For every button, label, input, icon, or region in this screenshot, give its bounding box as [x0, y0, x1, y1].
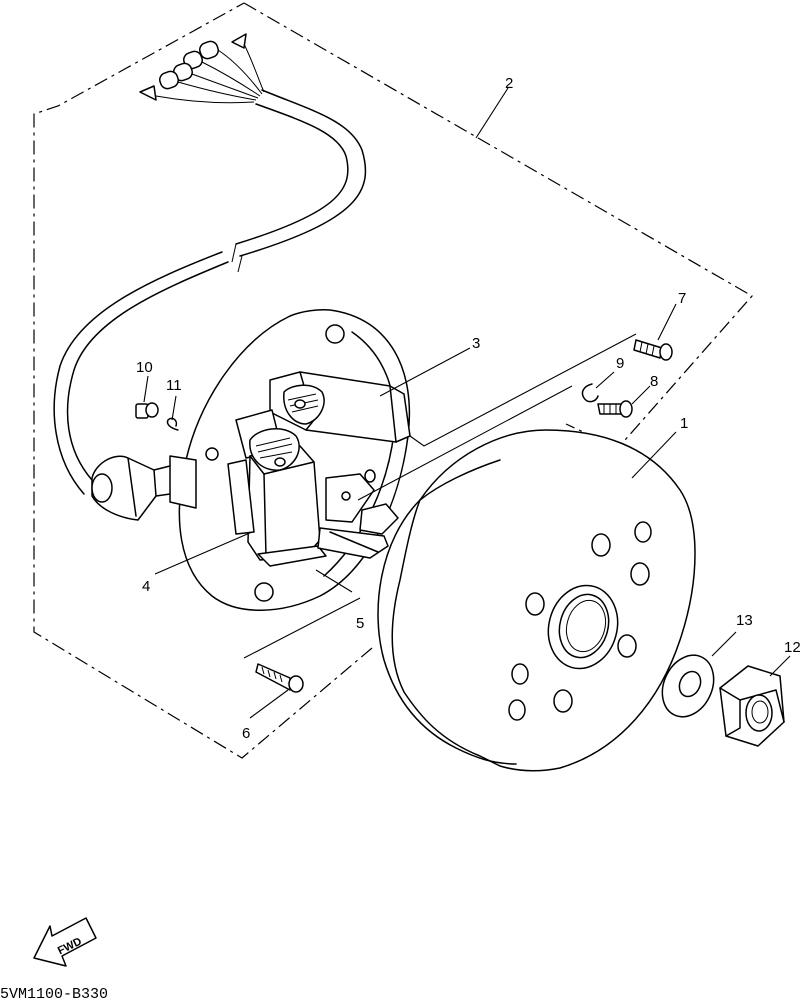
callout-labels: 1 2 3 4 5 6 7 8 9 10 11 12 13 — [136, 75, 801, 742]
callout-4: 4 — [142, 578, 150, 595]
rotor-hole — [511, 663, 529, 685]
callout-2: 2 — [505, 75, 513, 92]
callout-6: 6 — [242, 725, 250, 742]
callout-3: 3 — [472, 335, 480, 352]
rotor-hole — [525, 592, 545, 616]
circlip-part-9 — [581, 383, 599, 403]
wire-harness — [53, 33, 367, 521]
callout-10: 10 — [136, 359, 153, 376]
screw-part-10 — [135, 402, 159, 419]
rotor-hole — [591, 533, 611, 557]
charging-coil — [227, 428, 327, 567]
callout-5: 5 — [356, 615, 364, 632]
rotor-hole — [634, 521, 652, 543]
coil-bracket — [317, 473, 399, 559]
screw-part-8 — [597, 400, 633, 418]
rotor-hole — [553, 689, 573, 713]
callout-1: 1 — [680, 415, 688, 432]
cable-inner — [235, 103, 349, 245]
cable-outer — [239, 89, 367, 257]
washer-part-11 — [166, 417, 179, 431]
rotor-hole — [630, 562, 650, 586]
rotor-hole — [508, 699, 526, 721]
washer-part-13 — [661, 654, 715, 718]
callout-13: 13 — [736, 612, 753, 629]
forward-arrow-icon: FWD — [33, 917, 97, 967]
flywheel-rotor — [377, 429, 696, 772]
callout-8: 8 — [650, 373, 658, 390]
mounting-hole — [254, 582, 274, 602]
connector-plugs — [139, 33, 265, 104]
callout-11: 11 — [166, 377, 182, 394]
callout-9: 9 — [616, 355, 624, 372]
screw-part-7 — [633, 339, 673, 361]
mounting-hole — [325, 324, 345, 344]
leader-lines — [143, 87, 791, 719]
cable-grommet — [91, 455, 157, 521]
rotor-hole — [617, 634, 637, 658]
callout-12: 12 — [784, 639, 801, 656]
drawing-code: 5VM1100-B330 — [0, 986, 108, 1000]
mounting-hole — [205, 447, 219, 461]
nut-part-12 — [719, 665, 785, 747]
callout-7: 7 — [678, 290, 686, 307]
screw-part-6 — [255, 663, 304, 693]
